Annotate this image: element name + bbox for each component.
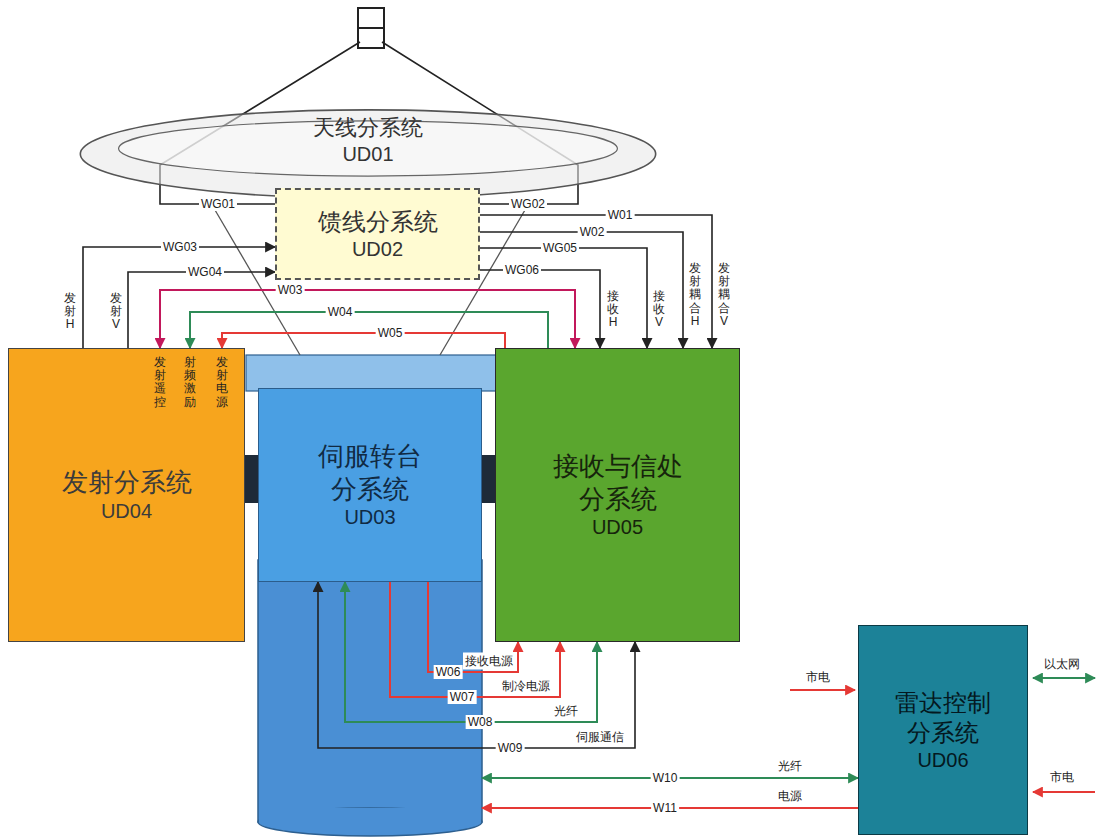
cable-label: W07 bbox=[448, 690, 477, 704]
signal-label: 发射H bbox=[64, 292, 76, 332]
node-title: 雷达控制 分系统 bbox=[888, 688, 998, 748]
node-title: 天线分系统 bbox=[313, 114, 423, 142]
node-code: UD04 bbox=[101, 499, 152, 524]
mains-arrow bbox=[790, 689, 855, 691]
signal-label: 制冷电源 bbox=[500, 678, 552, 695]
cable-label: WG05 bbox=[541, 241, 579, 255]
feed-horn-joint bbox=[358, 27, 384, 29]
cable-label: W09 bbox=[496, 741, 525, 755]
cable-label: W01 bbox=[606, 208, 635, 222]
signal-label: 光纤 bbox=[552, 703, 580, 720]
cable-connector bbox=[160, 290, 575, 348]
node-code: UD05 bbox=[592, 515, 643, 540]
cable-label: WG06 bbox=[503, 263, 541, 277]
signal-label: 发射耦合V bbox=[718, 262, 730, 328]
cable-label: W02 bbox=[578, 225, 607, 239]
cable-connector bbox=[480, 200, 578, 204]
cable-label: WG04 bbox=[186, 265, 224, 279]
cable-connector bbox=[160, 200, 275, 204]
cable-connector bbox=[128, 272, 275, 348]
cable-connector bbox=[482, 807, 858, 809]
servo-box: 伺服转台 分系统UD03 bbox=[258, 388, 482, 582]
node-title: 伺服转台 分系统 bbox=[295, 440, 445, 505]
cable-label: W08 bbox=[466, 715, 495, 729]
control-box: 雷达控制 分系统UD06 bbox=[858, 625, 1028, 835]
signal-label: 发射耦合H bbox=[689, 262, 701, 328]
cable-connector bbox=[480, 270, 600, 348]
signal-label: 伺服通信 bbox=[574, 729, 626, 746]
cable-label: W11 bbox=[651, 801, 679, 815]
node-title: 馈线分系统 bbox=[318, 207, 438, 237]
signal-label: 以太网 bbox=[1042, 656, 1082, 673]
cable-label: WG01 bbox=[199, 197, 237, 211]
node-code: UD03 bbox=[344, 505, 395, 530]
cable-connector bbox=[190, 312, 548, 348]
node-title: 发射分系统 bbox=[62, 466, 192, 499]
receiver-box: 接收与信处 分系统UD05 bbox=[495, 348, 740, 642]
transmit-box: 发射分系统UD04 bbox=[8, 348, 245, 642]
node-code: UD06 bbox=[917, 748, 968, 773]
signal-label: 接收H bbox=[607, 290, 619, 330]
cable-label: W06 bbox=[434, 665, 463, 679]
signal-label: 市电 bbox=[1048, 769, 1076, 786]
signal-label: 接收电源 bbox=[463, 653, 515, 670]
cable-connector bbox=[480, 215, 712, 348]
ethernet-arrow bbox=[1033, 677, 1095, 679]
antenna-dish: 天线分系统UD01 bbox=[78, 108, 658, 200]
cable-label: WG02 bbox=[509, 197, 547, 211]
signal-label: 光纤 bbox=[776, 758, 804, 775]
signal-label: 接收V bbox=[653, 290, 665, 330]
signal-label: 发射V bbox=[110, 292, 122, 332]
dish-rim bbox=[80, 110, 655, 198]
feeder-box: 馈线分系统UD02 bbox=[275, 188, 480, 280]
pedestal-fill bbox=[259, 808, 481, 822]
cable-label: WG03 bbox=[161, 240, 199, 254]
mount-bracket bbox=[243, 455, 259, 503]
cable-label: W03 bbox=[276, 283, 305, 297]
node-code: UD02 bbox=[352, 237, 403, 262]
cable-label: W04 bbox=[326, 305, 355, 319]
signal-label: 市电 bbox=[804, 669, 832, 686]
cable-connector bbox=[482, 777, 858, 779]
node-code: UD01 bbox=[342, 142, 393, 167]
node-title: 接收与信处 分系统 bbox=[538, 450, 698, 515]
turntable-band bbox=[246, 355, 496, 391]
signal-label: 电源 bbox=[776, 788, 804, 805]
cable-label: W05 bbox=[376, 326, 405, 340]
pedestal-base bbox=[258, 808, 482, 836]
feed-horn bbox=[358, 8, 384, 48]
cable-label: W10 bbox=[651, 771, 680, 785]
pedestal-body bbox=[258, 560, 482, 822]
mains-arrow bbox=[1033, 791, 1095, 793]
cable-connector bbox=[222, 333, 505, 348]
